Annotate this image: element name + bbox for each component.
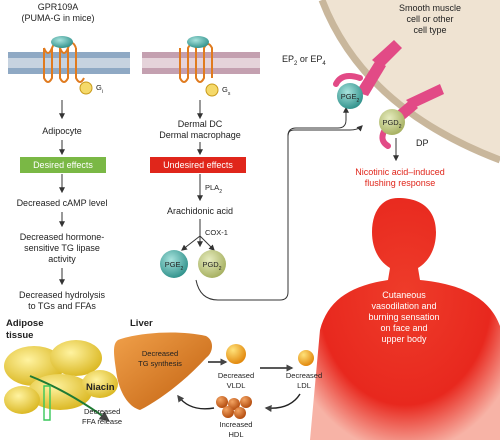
ffa-release-bar (43, 385, 51, 421)
liver-effect-label: Decreased TG synthesis (138, 349, 182, 368)
cox1-label: COX-1 (205, 228, 228, 237)
smooth-muscle-membrane (318, 0, 500, 164)
undesired-effects-badge (150, 157, 246, 173)
svg-text:FFA release: FFA release (82, 417, 122, 426)
hdl-label: Increased HDL (220, 420, 253, 439)
svg-text:Cutaneous: Cutaneous (382, 290, 426, 300)
svg-text:GPR109A: GPR109A (38, 2, 79, 12)
vldl-particle (226, 344, 246, 364)
svg-text:Increased: Increased (220, 420, 253, 429)
svg-text:cell or other: cell or other (406, 14, 453, 24)
pge2-bound-label: PGE2 (341, 92, 360, 104)
adipose-tissue (4, 340, 118, 414)
ldl-label: Decreased LDL (286, 371, 322, 390)
pla2-label: PLA2 (205, 183, 222, 195)
receptor-label: GPR109A (PUMA-G in mice) (21, 2, 94, 23)
svg-text:Smooth muscle: Smooth muscle (399, 3, 461, 13)
svg-text:upper body: upper body (381, 334, 427, 344)
ep-receptor-label: EP2 or EP4 (282, 54, 326, 67)
pgd2-label: PGD2 (202, 260, 221, 272)
niacin-arrow (29, 375, 110, 422)
svg-text:LDL: LDL (297, 381, 311, 390)
niacin-label: Niacin (86, 382, 115, 393)
svg-text:cell type: cell type (413, 25, 446, 35)
decreased-camp: Decreased cAMP level (17, 198, 108, 208)
decreased-hydrolysis: Decreased hydrolysis to TGs and FFAs (19, 290, 106, 311)
arachidonic-acid: Arachidonic acid (167, 206, 233, 216)
svg-text:Adipose: Adipose (6, 318, 43, 329)
vldl-label: Decreased VLDL (218, 371, 254, 390)
decreased-lipase: Decreased hormone- sensitive TG lipase a… (20, 232, 105, 264)
svg-text:Dermal macrophage: Dermal macrophage (159, 130, 241, 140)
ffa-release-label: Decreased FFA release (82, 407, 122, 426)
gpr109a-receptor (43, 42, 85, 83)
gi-protein (79, 81, 93, 95)
liver-title: Liver (130, 318, 153, 329)
svg-text:Decreased hormone-: Decreased hormone- (20, 232, 105, 242)
gpr109a-ligand (51, 36, 73, 48)
pge2-bound (337, 83, 363, 109)
svg-text:VLDL: VLDL (227, 381, 246, 390)
svg-text:on face and: on face and (380, 323, 427, 333)
ldl-particle (298, 350, 314, 366)
svg-text:vasodilation and: vasodilation and (371, 301, 436, 311)
adipocyte-label: Adipocyte (42, 126, 82, 136)
adipose-label: Adipose tissue (6, 318, 43, 341)
pgd2-molecule (198, 250, 226, 278)
body-silhouette (310, 198, 500, 440)
dermal-membrane (142, 52, 260, 74)
svg-text:TG synthesis: TG synthesis (138, 359, 182, 368)
svg-text:Decreased hydrolysis: Decreased hydrolysis (19, 290, 106, 300)
ep-receptor (333, 40, 402, 96)
svg-text:flushing response: flushing response (365, 178, 436, 188)
svg-text:Decreased: Decreased (286, 371, 322, 380)
svg-text:burning sensation: burning sensation (368, 312, 439, 322)
gi-label: Gi (96, 83, 103, 95)
pgd2-bound (379, 109, 405, 135)
svg-text:sensitive TG lipase: sensitive TG lipase (24, 243, 100, 253)
flushing-response: Nicotinic acid–induced flushing response (355, 167, 445, 188)
gs-label: Gs (222, 85, 231, 97)
pgd2-bound-label: PGD2 (382, 118, 401, 130)
body-effect-text: Cutaneous vasodilation and burning sensa… (368, 290, 439, 344)
dermal-label: Dermal DC Dermal macrophage (159, 119, 241, 140)
liver-organ (114, 332, 212, 410)
svg-text:(PUMA-G in mice): (PUMA-G in mice) (21, 13, 94, 23)
pge2-molecule (160, 250, 188, 278)
desired-effects-label: Desired effects (33, 160, 93, 170)
hdl-cluster (216, 396, 252, 419)
smooth-muscle-label: Smooth muscle cell or other cell type (399, 3, 461, 35)
gpr109a-ligand-dermal (187, 36, 209, 48)
gs-protein (205, 83, 219, 97)
svg-text:Decreased: Decreased (84, 407, 120, 416)
smooth-muscle-cell (322, 0, 500, 160)
desired-effects-badge (20, 157, 106, 173)
svg-text:Decreased: Decreased (142, 349, 178, 358)
svg-text:HDL: HDL (228, 430, 243, 439)
svg-text:Decreased: Decreased (218, 371, 254, 380)
svg-text:tissue: tissue (6, 330, 33, 341)
svg-text:Nicotinic acid–induced: Nicotinic acid–induced (355, 167, 445, 177)
svg-text:to TGs and FFAs: to TGs and FFAs (28, 301, 96, 311)
dp-receptor-label: DP (416, 138, 429, 148)
undesired-effects-label: Undesired effects (163, 160, 233, 170)
pge2-label: PGE2 (165, 260, 184, 272)
svg-text:Dermal DC: Dermal DC (178, 119, 223, 129)
svg-text:activity: activity (48, 254, 76, 264)
